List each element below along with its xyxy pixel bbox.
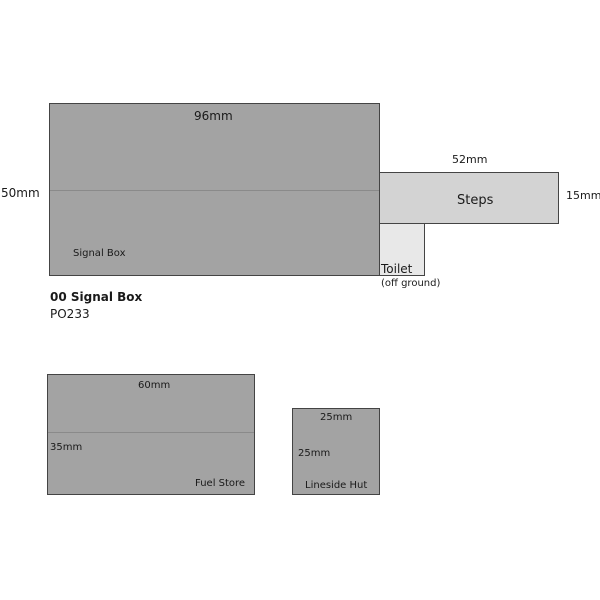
steps-name-label: Steps <box>457 193 494 208</box>
lineside-hut-width-label: 25mm <box>320 412 353 423</box>
fuel-store-width-label: 60mm <box>138 380 171 391</box>
fuel-store-name-label: Fuel Store <box>195 478 246 489</box>
steps-width-label: 52mm <box>452 153 488 166</box>
toilet-footprint <box>379 223 425 276</box>
fuel-store-centerline <box>48 432 254 433</box>
product-code: PO233 <box>50 307 90 321</box>
fuel-store-footprint: 60mm 35mm Fuel Store <box>47 374 255 495</box>
lineside-hut-name-label: Lineside Hut <box>305 480 368 491</box>
toilet-name-label: Toilet <box>381 262 413 276</box>
toilet-note-label: (off ground) <box>381 278 441 289</box>
signal-box-width-label: 96mm <box>194 109 233 123</box>
steps-footprint: Steps <box>379 172 559 224</box>
steps-height-label: 15mm <box>566 189 600 202</box>
signal-box-height-label: 50mm <box>1 186 40 200</box>
diagram-title: 00 Signal Box <box>50 290 143 304</box>
fuel-store-height-label: 35mm <box>50 442 83 453</box>
signal-box-name-label: Signal Box <box>73 248 126 259</box>
lineside-hut-height-label: 25mm <box>298 448 331 459</box>
signal-box-footprint: 96mm Signal Box <box>49 103 380 276</box>
signal-box-centerline <box>50 190 379 191</box>
lineside-hut-footprint: 25mm 25mm Lineside Hut <box>292 408 380 495</box>
